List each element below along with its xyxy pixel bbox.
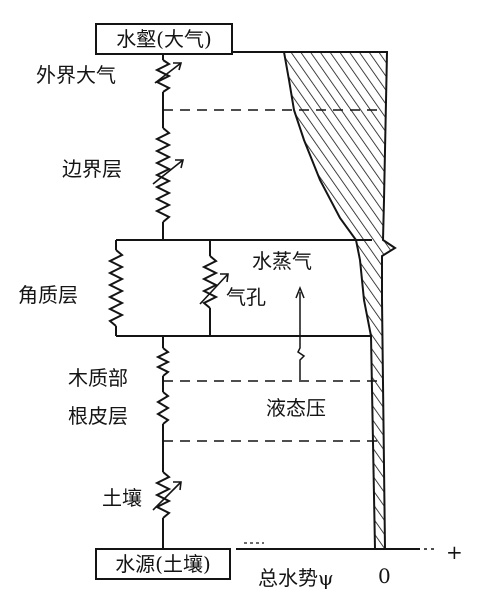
label-liquid-pressure: 液态压 xyxy=(266,396,326,420)
label-vapor: 水蒸气 xyxy=(252,249,312,273)
phase-arrow xyxy=(295,285,306,380)
bottom-box: 水源(土壤) xyxy=(95,548,231,580)
top-box-label: 水壑(大气) xyxy=(116,27,212,51)
label-soil: 土壤 xyxy=(102,486,142,510)
label-xylem: 木质部 xyxy=(68,366,128,390)
leaf-parallel-box xyxy=(107,239,372,337)
axis-zero: 0 xyxy=(378,564,391,588)
bottom-box-label: 水源(土壤) xyxy=(115,552,211,576)
label-cuticle: 角质层 xyxy=(18,283,78,307)
variable-arrow-air xyxy=(154,62,182,84)
variable-arrow-soil xyxy=(152,481,182,511)
axis-label: 总水势ψ xyxy=(258,566,334,590)
label-stomata: 气孔 xyxy=(226,285,266,309)
level-lines xyxy=(163,109,380,442)
label-root-cortex: 根皮层 xyxy=(68,404,128,428)
variable-arrow-stomata xyxy=(199,273,229,305)
variable-arrow-boundary xyxy=(152,159,184,185)
hatched-region xyxy=(282,51,397,550)
top-box: 水壑(大气) xyxy=(95,23,233,55)
potential-axis: 总水势ψ 0 + xyxy=(236,540,463,590)
label-boundary-layer: 边界层 xyxy=(62,157,122,181)
water-potential-profile xyxy=(282,51,397,550)
axis-plus: + xyxy=(446,540,463,564)
label-outer-air: 外界大气 xyxy=(36,63,116,87)
resistance-chain xyxy=(152,54,185,549)
